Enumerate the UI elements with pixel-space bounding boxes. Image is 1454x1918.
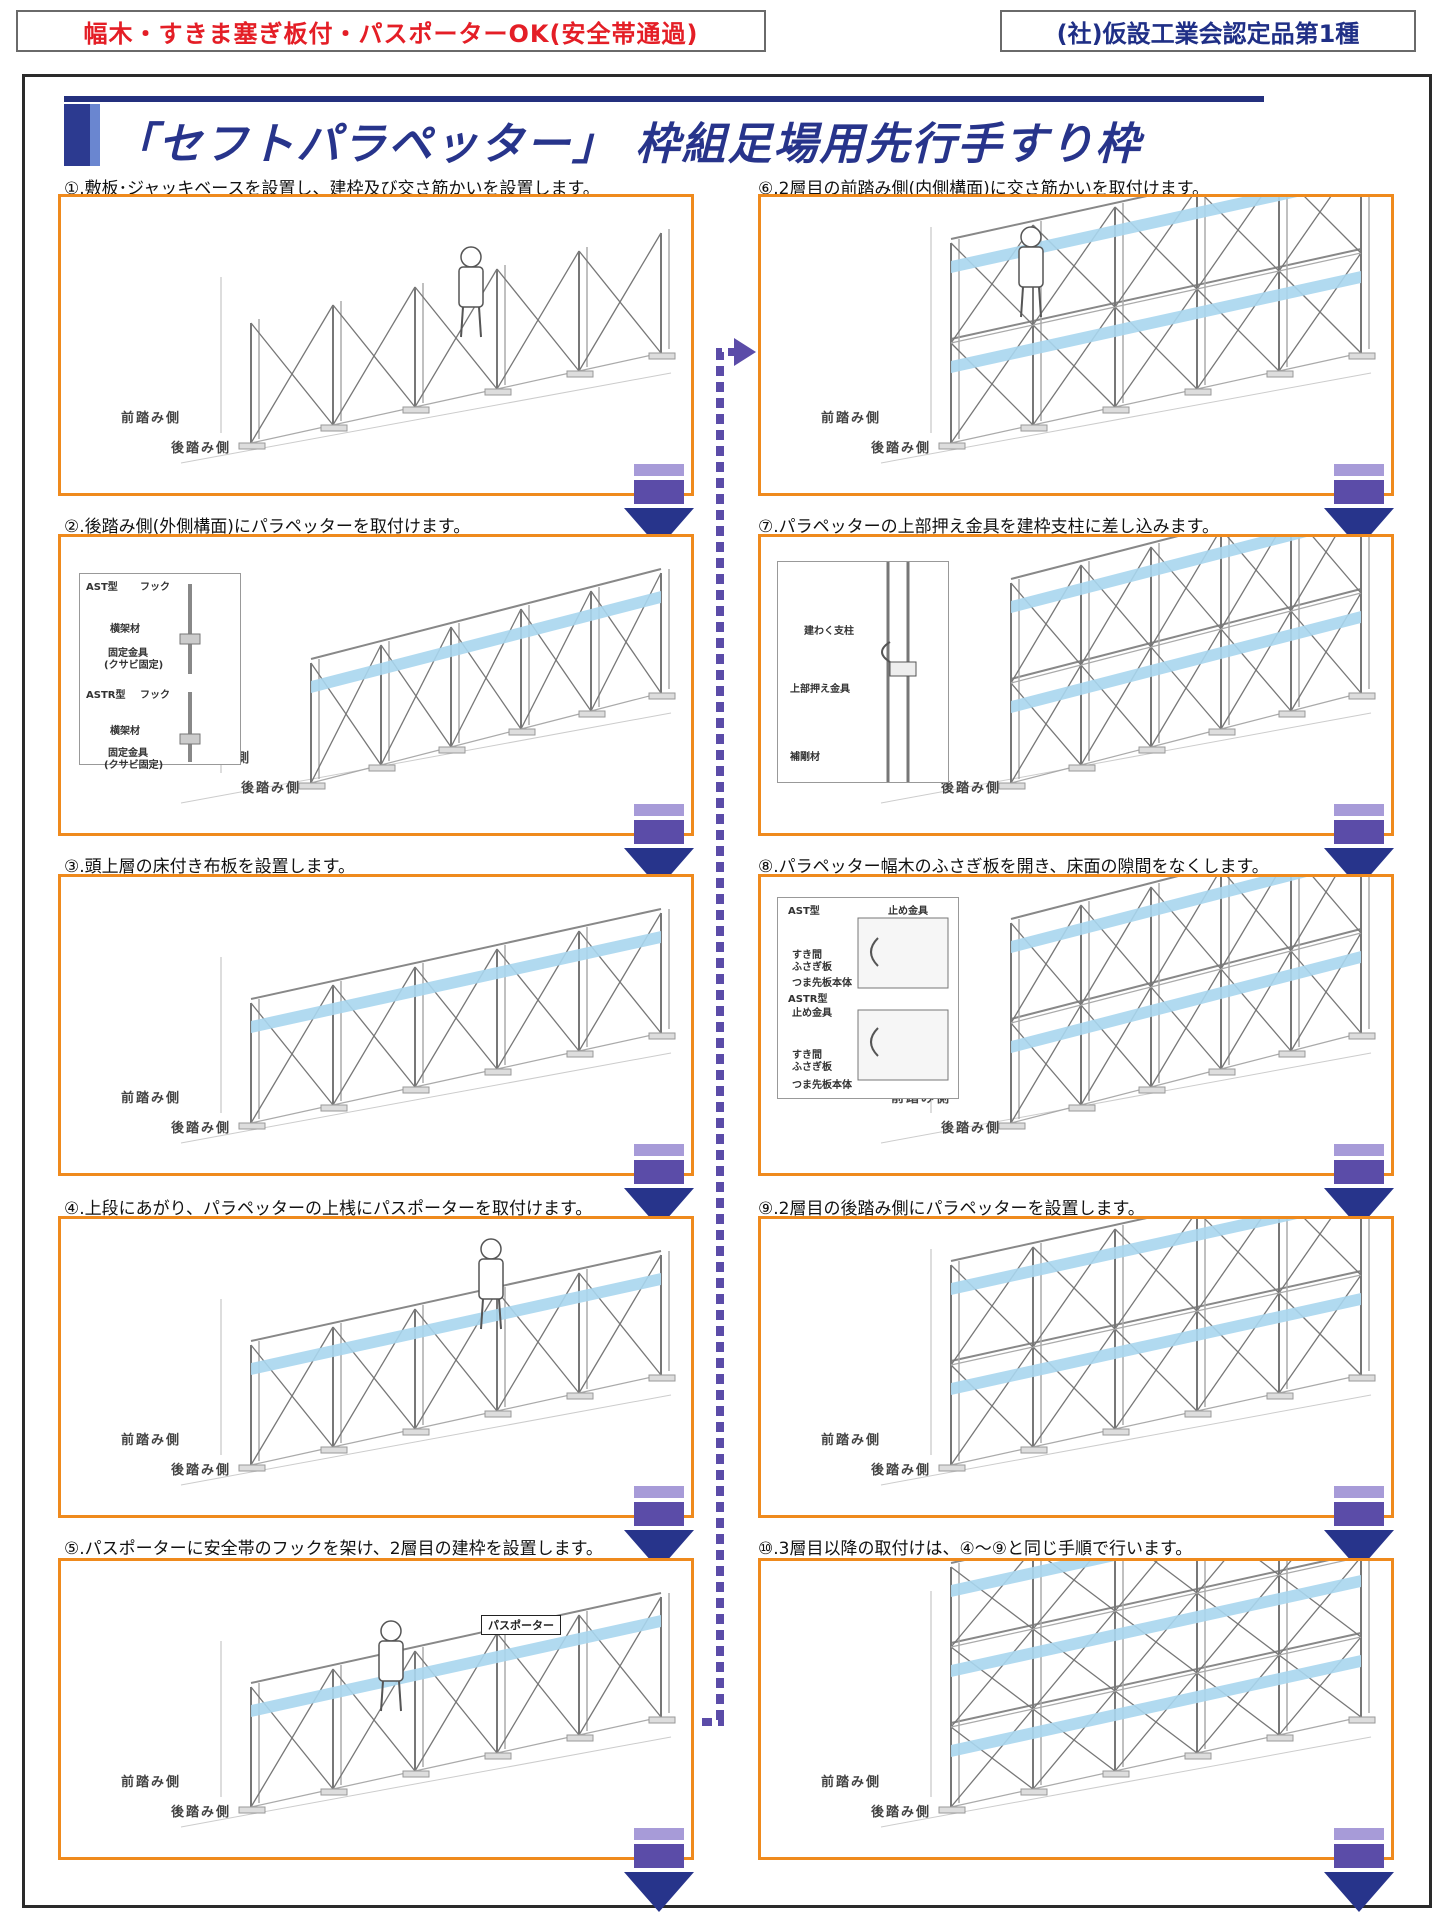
step-panel: 前踏み側後踏み側AST型止め金具すき間ふさぎ板つま先板本体ASTR型止め金具すき… xyxy=(758,874,1394,1176)
title-accent-bar-light xyxy=(90,104,100,166)
inset-label: ASTR型 xyxy=(788,994,828,1005)
front-side-label: 前踏み側 xyxy=(821,1433,882,1448)
scaffold-illustration xyxy=(180,1592,676,1828)
inset-label: つま先板本体 xyxy=(792,1080,852,1091)
scaffold-illustration xyxy=(880,537,1376,804)
step-caption: ⑤.パスポーターに安全帯のフックを架け、2層目の建枠を設置します。 xyxy=(64,1539,603,1559)
step-flow-arrow xyxy=(1324,1828,1394,1914)
step-flow-arrow xyxy=(1324,1486,1394,1572)
step-flow-arrow xyxy=(1324,1144,1394,1230)
step-flow-arrow xyxy=(1324,804,1394,890)
inset-label: フック xyxy=(140,582,170,593)
step-flow-arrow xyxy=(624,1144,694,1230)
inset-label: AST型 xyxy=(86,582,118,593)
step-panel: 前踏み側後踏み側 xyxy=(758,194,1394,496)
step-caption: ③.頭上層の床付き布板を設置します。 xyxy=(64,857,355,877)
step-caption: ⑧.パラペッター幅木のふさぎ板を開き、床面の隙間をなくします。 xyxy=(758,857,1269,877)
scaffold-illustration xyxy=(880,1219,1376,1486)
step-panel: 前踏み側後踏み側 xyxy=(758,1558,1394,1860)
step-flow-arrow xyxy=(624,464,694,550)
back-side-label: 後踏み側 xyxy=(171,1121,232,1136)
certification-badge: (社)仮設工業会認定品第1種 xyxy=(1000,10,1416,52)
inset-label: 固定金具 xyxy=(108,648,148,659)
content-frame xyxy=(22,74,1432,1908)
inset-label: 横架材 xyxy=(110,624,140,635)
column-connector xyxy=(702,338,756,1726)
back-side-label: 後踏み側 xyxy=(171,1463,232,1478)
step-caption: ⑩.3層目以降の取付けは、④〜⑨と同じ手順で行います。 xyxy=(758,1539,1193,1559)
inset-label: つま先板本体 xyxy=(792,978,852,989)
scaffold-illustration xyxy=(180,229,676,464)
inset-label: フック xyxy=(140,690,170,701)
inset-label: 止め金具 xyxy=(792,1008,832,1019)
back-side-label: 後踏み側 xyxy=(871,1805,932,1820)
back-side-label: 後踏み側 xyxy=(871,1463,932,1478)
scaffold-illustration xyxy=(180,908,676,1144)
page-title: 「セフトパラペッター」 枠組足場用先行手すり枠 xyxy=(112,119,1142,170)
inset-label: (クサビ固定) xyxy=(104,660,164,671)
inset-label: AST型 xyxy=(788,906,820,917)
inset-label: ふさぎ板 xyxy=(792,1062,832,1073)
step-caption: ②.後踏み側(外側構面)にパラペッターを取付けます。 xyxy=(64,517,471,537)
step-flow-arrow xyxy=(1324,464,1394,550)
passporter-callout: パスポーター xyxy=(481,1615,561,1635)
front-side-label: 前踏み側 xyxy=(121,1433,182,1448)
step-panel: 前踏み側後踏み側AST型フック横架材固定金具(クサビ固定)ASTR型フック横架材… xyxy=(58,534,694,836)
step-caption: ⑦.パラペッターの上部押え金具を建枠支柱に差し込みます。 xyxy=(758,517,1219,537)
step-panel: 前踏み側後踏み側建わく支柱上部押え金具補剛材 xyxy=(758,534,1394,836)
inset-label: (クサビ固定) xyxy=(104,760,164,771)
title-accent-bar xyxy=(64,104,90,166)
step-panel: 前踏み側後踏み側 xyxy=(758,1216,1394,1518)
step-caption: ④.上段にあがり、パラペッターの上桟にパスポーターを取付けます。 xyxy=(64,1199,593,1219)
inset-label: 補剛材 xyxy=(790,752,820,763)
scaffold-illustration xyxy=(180,1238,676,1486)
inset-label: 横架材 xyxy=(110,726,140,737)
step-panel: 前踏み側後踏み側 xyxy=(58,874,694,1176)
step-panel: 前踏み側後踏み側 パスポーター xyxy=(58,1558,694,1860)
step-panel: 前踏み側後踏み側 xyxy=(58,194,694,496)
front-side-label: 前踏み側 xyxy=(121,1091,182,1106)
step-flow-arrow xyxy=(624,1486,694,1572)
inset-label: 止め金具 xyxy=(888,906,928,917)
scaffold-illustration xyxy=(880,197,1376,464)
inset-label: ASTR型 xyxy=(86,690,126,701)
back-side-label: 後踏み側 xyxy=(871,441,932,456)
back-side-label: 後踏み側 xyxy=(171,441,232,456)
step-panel: 前踏み側後踏み側 xyxy=(58,1216,694,1518)
detail-inset-clamp: 建わく支柱上部押え金具補剛材 xyxy=(777,561,949,783)
back-side-label: 後踏み側 xyxy=(171,1805,232,1820)
front-side-label: 前踏み側 xyxy=(821,411,882,426)
step-flow-arrow xyxy=(624,804,694,890)
inset-label: 建わく支柱 xyxy=(804,626,854,637)
back-side-label: 後踏み側 xyxy=(241,781,302,796)
detail-inset-ast: AST型フック横架材固定金具(クサビ固定)ASTR型フック横架材固定金具(クサビ… xyxy=(79,573,241,771)
inset-label: すき間 xyxy=(792,1050,822,1061)
feature-badge: 幅木・すきま塞ぎ板付・パスポーターOK(安全帯通過) xyxy=(16,10,766,52)
title-rule xyxy=(64,96,1264,102)
inset-label: 上部押え金具 xyxy=(790,684,850,695)
inset-label: ふさぎ板 xyxy=(792,962,832,973)
step-flow-arrow xyxy=(624,1828,694,1914)
front-side-label: 前踏み側 xyxy=(821,1775,882,1790)
back-side-label: 後踏み側 xyxy=(941,781,1002,796)
front-side-label: 前踏み側 xyxy=(121,411,182,426)
step-caption: ⑨.2層目の後踏み側にパラペッターを設置します。 xyxy=(758,1199,1145,1219)
front-side-label: 前踏み側 xyxy=(121,1775,182,1790)
back-side-label: 後踏み側 xyxy=(941,1121,1002,1136)
inset-label: 固定金具 xyxy=(108,748,148,759)
inset-label: すき間 xyxy=(792,950,822,961)
scaffold-illustration xyxy=(880,1561,1376,1828)
